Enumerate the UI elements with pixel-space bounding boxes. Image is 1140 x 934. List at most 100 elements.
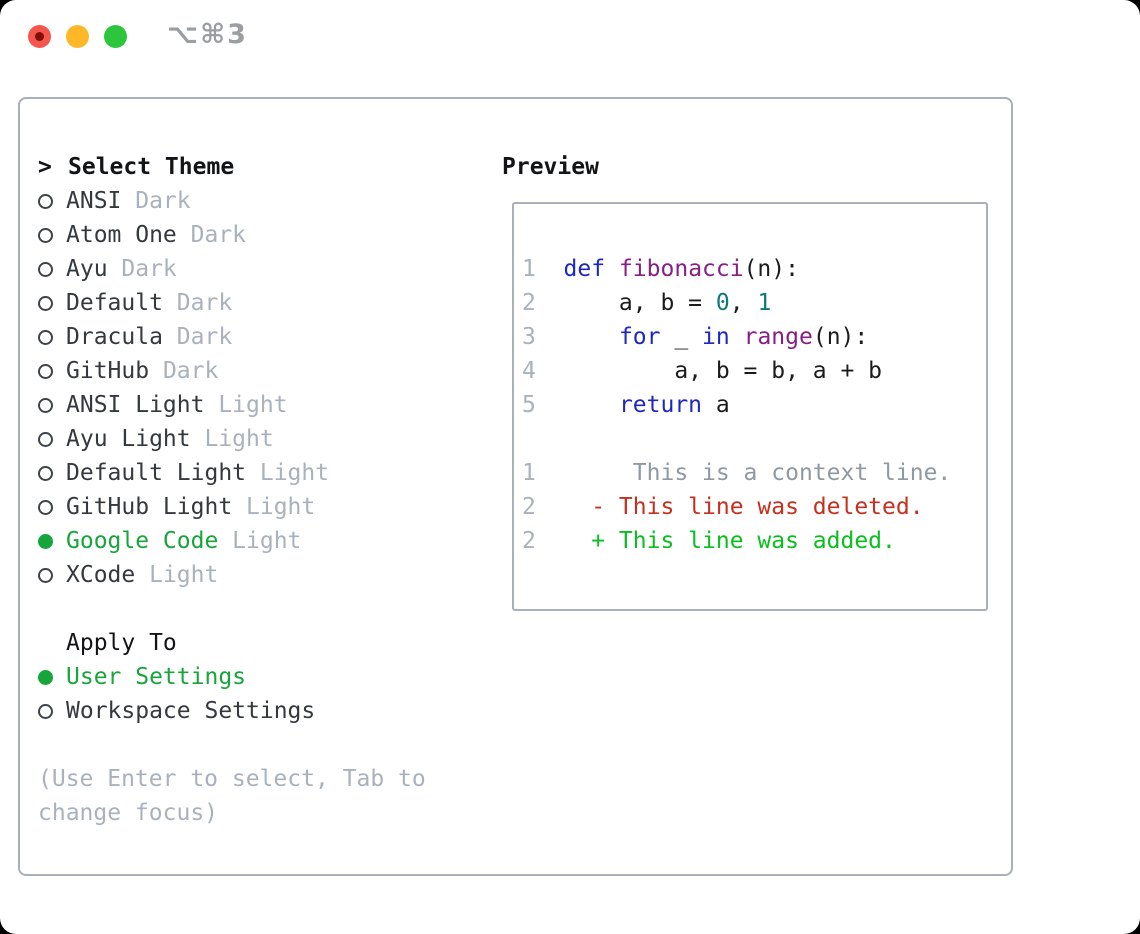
- code-line: 5 return a: [522, 388, 986, 422]
- code-text: a, b = b, a + b: [563, 358, 883, 384]
- code-token-kw: def: [563, 256, 606, 282]
- line-number: 1: [522, 460, 536, 486]
- theme-option[interactable]: Dracula Dark: [38, 320, 478, 354]
- code-line: 2 + This line was added.: [522, 524, 986, 558]
- line-number: 3: [522, 324, 536, 350]
- zoom-button[interactable]: [104, 25, 127, 48]
- code-token-kw: in: [702, 324, 730, 350]
- line-number: 1: [522, 256, 536, 282]
- theme-option[interactable]: GitHub Dark: [38, 354, 478, 388]
- close-button-dot-icon: [35, 32, 44, 41]
- theme-variant-badge: Dark: [190, 222, 247, 248]
- hint-line-2: change focus): [38, 800, 219, 826]
- line-number: 2: [522, 494, 536, 520]
- apply-option[interactable]: Workspace Settings: [38, 694, 478, 728]
- preview-title: Preview: [502, 154, 599, 180]
- code-line: 3 for _ in range(n):: [522, 320, 986, 354]
- code-token-ctx: This is a context line.: [563, 460, 952, 486]
- code-text: def fibonacci(n):: [564, 256, 799, 282]
- code-token-pln: [730, 324, 744, 350]
- theme-variant-badge: Light: [204, 426, 274, 452]
- theme-option[interactable]: Default Light Light: [38, 456, 478, 490]
- close-button[interactable]: [28, 25, 51, 48]
- radio-icon: [38, 363, 53, 379]
- radio-selected-icon: [38, 533, 53, 549]
- code-text: This is a context line.: [564, 460, 952, 486]
- line-number: 4: [522, 358, 536, 384]
- theme-name: Atom One: [66, 222, 177, 248]
- select-theme-title: Select Theme: [68, 154, 235, 180]
- theme-variant-badge: Light: [259, 460, 330, 486]
- radio-icon: [38, 261, 53, 277]
- code-text: for _ in range(n):: [564, 324, 869, 350]
- code-token-pln: (n):: [812, 324, 869, 350]
- window-shortcut-label: ⌥⌘3: [167, 19, 248, 50]
- code-token-pln: [605, 256, 619, 282]
- line-number: 2: [522, 290, 536, 316]
- theme-variant-badge: Dark: [121, 256, 177, 282]
- line-number: 2: [522, 528, 536, 554]
- code-text: - This line was deleted.: [564, 494, 923, 520]
- theme-option[interactable]: Atom One Dark: [38, 218, 478, 252]
- code-token-add: + This line was added.: [563, 528, 896, 554]
- code-token-fn: range: [743, 324, 813, 350]
- minimize-button[interactable]: [66, 25, 89, 48]
- theme-variant-badge: Light: [149, 562, 219, 588]
- theme-name: ANSI: [66, 188, 122, 214]
- theme-name: ANSI Light: [66, 392, 205, 418]
- theme-variant-badge: Dark: [162, 358, 219, 384]
- code-token-pln: [564, 324, 619, 350]
- apply-option-label: Workspace Settings: [66, 698, 316, 724]
- apply-to-title: Apply To: [66, 630, 177, 656]
- theme-option[interactable]: Ayu Dark: [38, 252, 478, 286]
- code-text: return a: [564, 392, 730, 418]
- theme-variant-badge: Dark: [176, 324, 233, 350]
- code-token-pln: _: [660, 324, 703, 350]
- code-line: 1 This is a context line.: [522, 456, 986, 490]
- theme-option[interactable]: XCode Light: [38, 558, 478, 592]
- theme-name: Ayu: [66, 256, 108, 282]
- apply-option-label: User Settings: [66, 664, 247, 690]
- code-line: 4 a, b = b, a + b: [522, 354, 986, 388]
- theme-name: GitHub: [66, 358, 150, 384]
- code-token-fn: fibonacci: [618, 256, 744, 282]
- theme-option[interactable]: ANSI Light Light: [38, 388, 478, 422]
- code-token-pln: a: [702, 392, 730, 418]
- radio-icon: [38, 703, 53, 719]
- select-theme-header: > Select Theme: [38, 150, 478, 184]
- code-text: a, b = 0, 1: [564, 290, 771, 316]
- apply-option[interactable]: User Settings: [38, 660, 478, 694]
- theme-name: Default Light: [66, 460, 247, 486]
- code-line: [522, 422, 986, 456]
- radio-icon: [38, 465, 53, 481]
- theme-variant-badge: Light: [218, 392, 288, 418]
- code-text: + This line was added.: [564, 528, 896, 554]
- radio-icon: [38, 397, 53, 413]
- code-token-kw: return: [618, 392, 703, 418]
- code-token-pln: a, b = b, a + b: [563, 358, 883, 384]
- radio-icon: [38, 329, 53, 345]
- radio-icon: [38, 499, 53, 515]
- theme-name: Ayu Light: [66, 426, 191, 452]
- code-token-pln: ,: [729, 290, 758, 316]
- radio-selected-icon: [38, 669, 53, 685]
- theme-name: Dracula: [66, 324, 163, 350]
- radio-icon: [38, 567, 53, 583]
- code-token-pln: [564, 392, 619, 418]
- theme-name: Google Code: [66, 528, 219, 554]
- theme-option[interactable]: Ayu Light Light: [38, 422, 478, 456]
- theme-variant-badge: Dark: [176, 290, 233, 316]
- radio-icon: [38, 295, 53, 311]
- code-line: 2 - This line was deleted.: [522, 490, 986, 524]
- code-token-kw: for: [618, 324, 661, 350]
- theme-name: XCode: [66, 562, 136, 588]
- code-token-pln: (n):: [743, 256, 799, 282]
